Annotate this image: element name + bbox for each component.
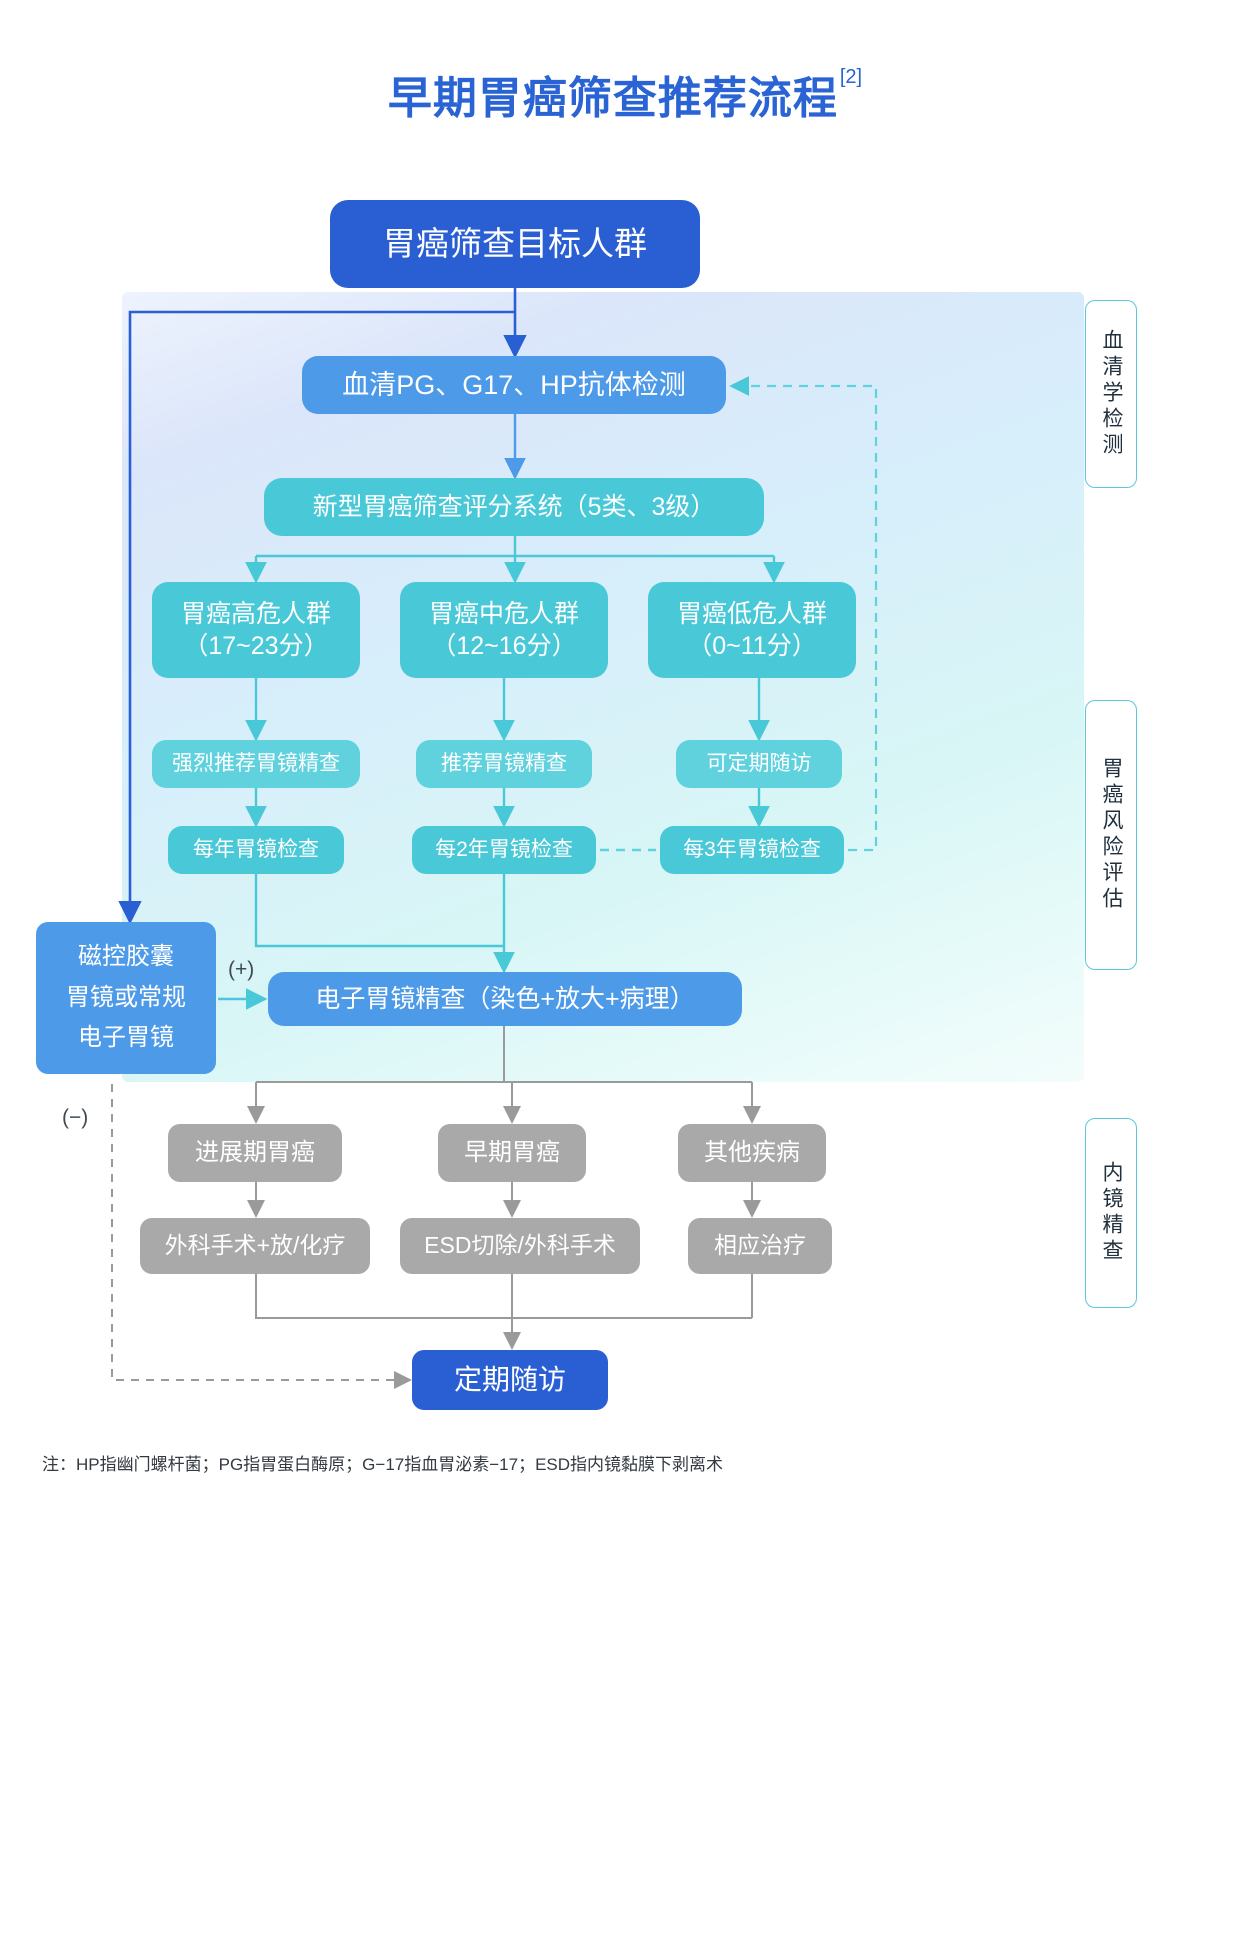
node-risk-low-line1: 胃癌低危人群: [676, 600, 827, 628]
node-regular-followup-label: 定期随访: [453, 1364, 566, 1396]
label-negative-sign: (−): [62, 1106, 89, 1129]
node-risk-low[interactable]: 胃癌低危人群 （0~11分）: [648, 582, 856, 678]
node-risk-low-line2: （0~11分）: [687, 632, 817, 660]
node-egd-detailed-exam-label: 电子胃镜精查（染色+放大+病理）: [315, 985, 695, 1013]
node-treatment-early[interactable]: ESD切除/外科手术: [400, 1218, 640, 1274]
side-label-risk-text: 胃癌风险评估: [1100, 757, 1124, 913]
node-regular-followup[interactable]: 定期随访: [412, 1350, 608, 1410]
node-serum-test[interactable]: 血清PG、G17、HP抗体检测: [302, 356, 726, 414]
node-other-disease[interactable]: 其他疾病: [678, 1124, 826, 1182]
node-interval-high[interactable]: 每年胃镜检查: [168, 826, 344, 874]
node-capsule-endoscopy-line3: 电子胃镜: [78, 1024, 174, 1052]
node-advanced-cancer[interactable]: 进展期胃癌: [168, 1124, 342, 1182]
node-capsule-endoscopy-line1: 磁控胶囊: [78, 942, 174, 970]
node-treatment-other-label: 相应治疗: [714, 1232, 806, 1259]
page-title: 早期胃癌筛查推荐流程[2]: [0, 62, 1250, 126]
node-risk-mid-line1: 胃癌中危人群: [428, 600, 579, 628]
node-recommendation-mid-label: 推荐胃镜精查: [441, 751, 567, 775]
label-positive-sign: (+): [228, 958, 255, 981]
node-interval-mid-label: 每2年胃镜检查: [435, 837, 573, 861]
node-other-disease-label: 其他疾病: [704, 1138, 800, 1166]
node-risk-high-line2: （17~23分）: [183, 632, 329, 660]
node-risk-high-line1: 胃癌高危人群: [180, 600, 331, 628]
side-label-risk: 胃癌风险评估: [1085, 700, 1137, 970]
node-risk-mid-line2: （12~16分）: [431, 632, 577, 660]
page-title-text: 早期胃癌筛查推荐流程: [387, 74, 838, 123]
node-treatment-advanced-label: 外科手术+放/化疗: [164, 1232, 346, 1259]
node-interval-low[interactable]: 每3年胃镜检查: [660, 826, 844, 874]
footnote: 注：HP指幽门螺杆菌；PG指胃蛋白酶原；G−17指血胃泌素−17；ESD指内镜黏…: [42, 1455, 724, 1474]
node-target-population-label: 胃癌筛查目标人群: [383, 224, 647, 262]
side-label-endoscopy: 内镜精查: [1085, 1118, 1137, 1308]
node-egd-detailed-exam[interactable]: 电子胃镜精查（染色+放大+病理）: [268, 972, 742, 1026]
node-score-system-label: 新型胃癌筛查评分系统（5类、3级）: [312, 493, 716, 521]
node-interval-mid[interactable]: 每2年胃镜检查: [412, 826, 596, 874]
node-risk-mid-label: 胃癌中危人群 （12~16分）: [429, 598, 579, 662]
side-label-endoscopy-text: 内镜精查: [1100, 1161, 1124, 1265]
node-early-cancer[interactable]: 早期胃癌: [438, 1124, 586, 1182]
side-label-serum-text: 血清学检测: [1100, 329, 1124, 459]
node-target-population[interactable]: 胃癌筛查目标人群: [330, 200, 700, 288]
node-treatment-early-label: ESD切除/外科手术: [424, 1232, 616, 1259]
node-treatment-other[interactable]: 相应治疗: [688, 1218, 832, 1274]
node-recommendation-low[interactable]: 可定期随访: [676, 740, 842, 788]
node-risk-mid[interactable]: 胃癌中危人群 （12~16分）: [400, 582, 608, 678]
node-recommendation-high[interactable]: 强烈推荐胃镜精查: [152, 740, 360, 788]
page-title-superscript: [2]: [839, 66, 863, 88]
node-recommendation-low-label: 可定期随访: [706, 751, 812, 775]
node-risk-high-label: 胃癌高危人群 （17~23分）: [181, 598, 331, 662]
node-risk-low-label: 胃癌低危人群 （0~11分）: [677, 598, 827, 662]
node-capsule-endoscopy-line2: 胃镜或常规: [66, 983, 186, 1011]
node-advanced-cancer-label: 进展期胃癌: [195, 1138, 315, 1166]
node-capsule-endoscopy[interactable]: 磁控胶囊 胃镜或常规 电子胃镜: [36, 922, 216, 1074]
node-early-cancer-label: 早期胃癌: [464, 1138, 560, 1166]
node-risk-high[interactable]: 胃癌高危人群 （17~23分）: [152, 582, 360, 678]
node-recommendation-mid[interactable]: 推荐胃镜精查: [416, 740, 592, 788]
node-treatment-advanced[interactable]: 外科手术+放/化疗: [140, 1218, 370, 1274]
side-label-serum: 血清学检测: [1085, 300, 1137, 488]
node-recommendation-high-label: 强烈推荐胃镜精查: [172, 751, 340, 775]
node-interval-high-label: 每年胃镜检查: [193, 837, 319, 861]
node-score-system[interactable]: 新型胃癌筛查评分系统（5类、3级）: [264, 478, 764, 536]
node-serum-test-label: 血清PG、G17、HP抗体检测: [342, 369, 686, 400]
node-interval-low-label: 每3年胃镜检查: [683, 837, 821, 861]
